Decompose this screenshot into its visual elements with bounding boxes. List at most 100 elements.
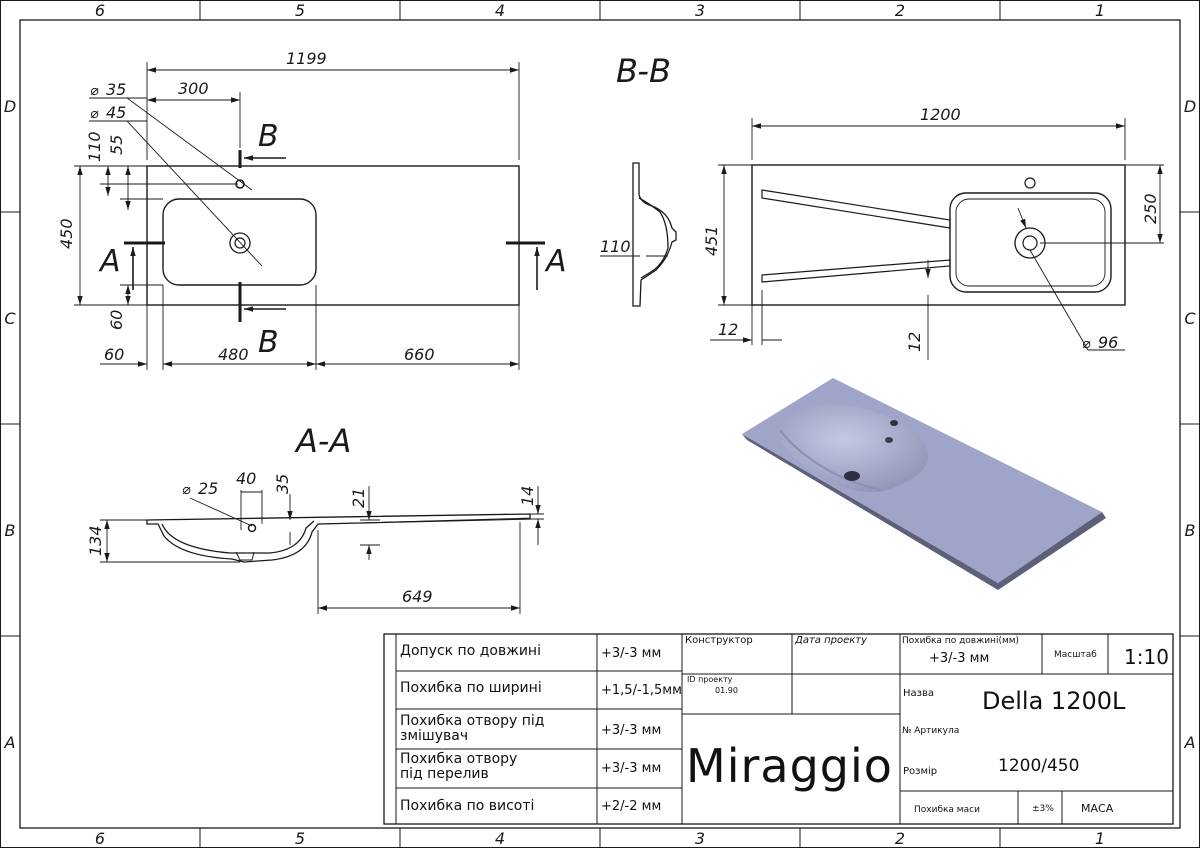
right-mixer-hole (1024, 177, 1036, 189)
dim-aa-dia-25: 25 (198, 479, 218, 498)
col-label-5-top: 5 (295, 1, 305, 20)
col-label-6-top: 6 (95, 1, 105, 20)
render-overflow (885, 437, 893, 443)
dim-dia-35: 35 (106, 80, 126, 99)
dim-450: 450 (57, 218, 76, 249)
brand-name: Miraggio (686, 739, 893, 793)
dim-aa-649: 649 (402, 587, 433, 606)
project-id-value: 01.90 (715, 686, 738, 695)
dim-aa-21: 21 (349, 488, 368, 508)
dim-451: 451 (702, 225, 721, 256)
col-label-4-bottom: 4 (495, 829, 505, 848)
col-label-1-bottom: 1 (1095, 829, 1105, 848)
right-plan-basin (949, 192, 1112, 293)
row-label-d-left: D (4, 97, 16, 116)
render-basin (776, 403, 929, 493)
constructor-label: Конструктор (685, 635, 753, 646)
frame-labels: 6 5 4 3 2 1 6 5 4 3 2 1 D C B A D C B A (4, 1, 1197, 848)
row-label-c-left: C (4, 309, 16, 328)
dim-250: 250 (1141, 193, 1160, 224)
col-label-6-bottom: 6 (95, 829, 105, 848)
plan-dimension-texts: 1199 300 ⌀ 35 ⌀ 45 110 55 450 60 60 480 … (57, 49, 435, 364)
length-error-value: +3/-3 мм (929, 651, 990, 666)
tolerance-width-label: Похибка по ширині (400, 680, 542, 696)
tolerance-mixer-hole-label: Похибка отвору під змішувач (400, 713, 545, 744)
dim-12-horizontal: 12 (718, 320, 738, 339)
drain-groove (761, 189, 951, 229)
tolerance-overflow-hole-value: +3/-3 мм (601, 761, 662, 776)
dim-60-left: 60 (107, 310, 126, 330)
render-mixer-hole (890, 420, 898, 426)
title-block: Допуск по довжині +3/-3 мм Похибка по ши… (384, 634, 1173, 824)
tolerance-length-label: Допуск по довжині (400, 643, 541, 659)
view-title-aa: A-A (294, 422, 351, 460)
plan-drain-outer (229, 232, 251, 254)
plan-view (74, 62, 545, 370)
col-label-2-top: 2 (895, 1, 905, 20)
title-block-grid (383, 633, 1174, 825)
mass-error-value: ±3% (1032, 804, 1054, 814)
col-label-3-bottom: 3 (695, 829, 705, 848)
dim-dia-45: 45 (106, 103, 126, 122)
tolerance-width-value: +1,5/-1,5мм (601, 683, 682, 698)
product-name: Della 1200L (982, 687, 1126, 715)
row-label-b-right: B (1185, 521, 1196, 540)
section-label-a-left: A (98, 244, 121, 279)
row-label-a-left: A (4, 733, 16, 752)
plan-drain-inner (234, 237, 246, 249)
size-value: 1200/450 (998, 756, 1080, 776)
dim-aa-134: 134 (86, 525, 105, 556)
mass-error-label: Похибка маси (914, 805, 980, 815)
tolerance-height-label: Похибка по висоті (400, 798, 535, 814)
project-id-label: ID проекту (687, 675, 733, 684)
article-label: № Артикула (902, 726, 960, 736)
project-date-label: Дата проекту (795, 635, 868, 646)
row-label-d-right: D (1184, 97, 1196, 116)
dim-dia-45-symbol: ⌀ (90, 106, 99, 122)
sink-3d-render (742, 378, 1106, 590)
tolerance-length-value: +3/-3 мм (601, 646, 662, 661)
right-plan-view (710, 118, 1164, 360)
dim-1199: 1199 (286, 49, 327, 68)
section-bb-profile (600, 162, 677, 307)
tolerance-overflow-hole-label: Похибка отвору під перелив (400, 751, 518, 782)
col-label-5-bottom: 5 (295, 829, 305, 848)
dim-aa-35: 35 (273, 474, 292, 494)
dim-aa-40: 40 (236, 469, 256, 488)
section-aa-profile (100, 486, 544, 614)
render-drain (844, 471, 860, 481)
length-error-label: Похибка по довжині(мм) (902, 636, 1020, 646)
section-label-a-right: A (544, 244, 567, 279)
col-label-2-bottom: 2 (895, 829, 905, 848)
dim-12-vertical: 12 (905, 332, 924, 352)
size-label: Розмір (903, 766, 938, 777)
aa-mixer-hole (247, 523, 257, 533)
dim-1200: 1200 (920, 105, 961, 124)
mass-label: МАСА (1081, 802, 1114, 815)
dim-480: 480 (218, 345, 249, 364)
section-label-b-bottom: B (258, 325, 279, 360)
section-markers: A A B B (98, 119, 567, 360)
dim-60-bottom: 60 (104, 345, 124, 364)
dim-aa-dia-25-symbol: ⌀ (182, 482, 191, 498)
dim-660: 660 (404, 345, 435, 364)
col-label-1-top: 1 (1095, 1, 1105, 20)
tolerance-mixer-hole-value: +3/-3 мм (601, 723, 662, 738)
dim-300: 300 (178, 79, 209, 98)
right-drain-inner (1022, 235, 1038, 251)
row-label-c-right: C (1184, 309, 1196, 328)
dim-dia-96-symbol: ⌀ (1082, 336, 1091, 352)
col-label-3-top: 3 (695, 1, 705, 20)
scale-label: Масштаб (1054, 650, 1097, 660)
dim-55: 55 (107, 135, 126, 155)
aa-dimension-texts: ⌀ 25 40 35 21 14 134 649 (86, 469, 537, 606)
drain-groove-2 (761, 259, 951, 283)
dim-bb-110: 110 (600, 237, 631, 256)
right-dimension-texts: 1200 451 250 12 12 ⌀ 96 (702, 105, 1160, 352)
right-plan-outline (751, 164, 1126, 306)
dim-aa-14: 14 (518, 486, 537, 506)
dim-dia-35-symbol: ⌀ (90, 83, 99, 99)
dim-110: 110 (85, 131, 104, 162)
plan-outline (146, 165, 520, 306)
